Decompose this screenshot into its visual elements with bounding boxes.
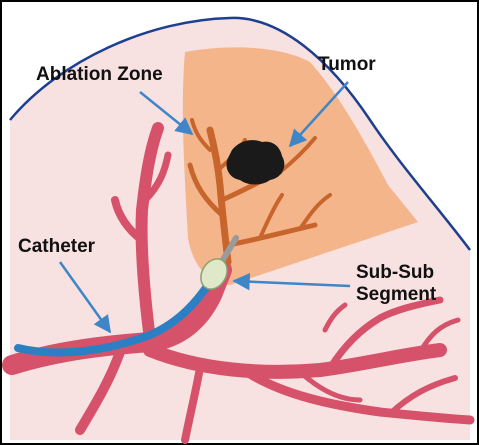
- label-ablation-zone: Ablation Zone: [36, 64, 163, 86]
- tumor-mass: [227, 140, 285, 184]
- label-sub-sub-segment-line2: Segment: [356, 284, 436, 306]
- label-sub-sub-segment-line1: Sub-Sub: [356, 262, 436, 284]
- label-tumor: Tumor: [318, 54, 376, 76]
- label-catheter: Catheter: [18, 236, 95, 258]
- label-sub-sub-segment: Sub-Sub Segment: [356, 262, 436, 306]
